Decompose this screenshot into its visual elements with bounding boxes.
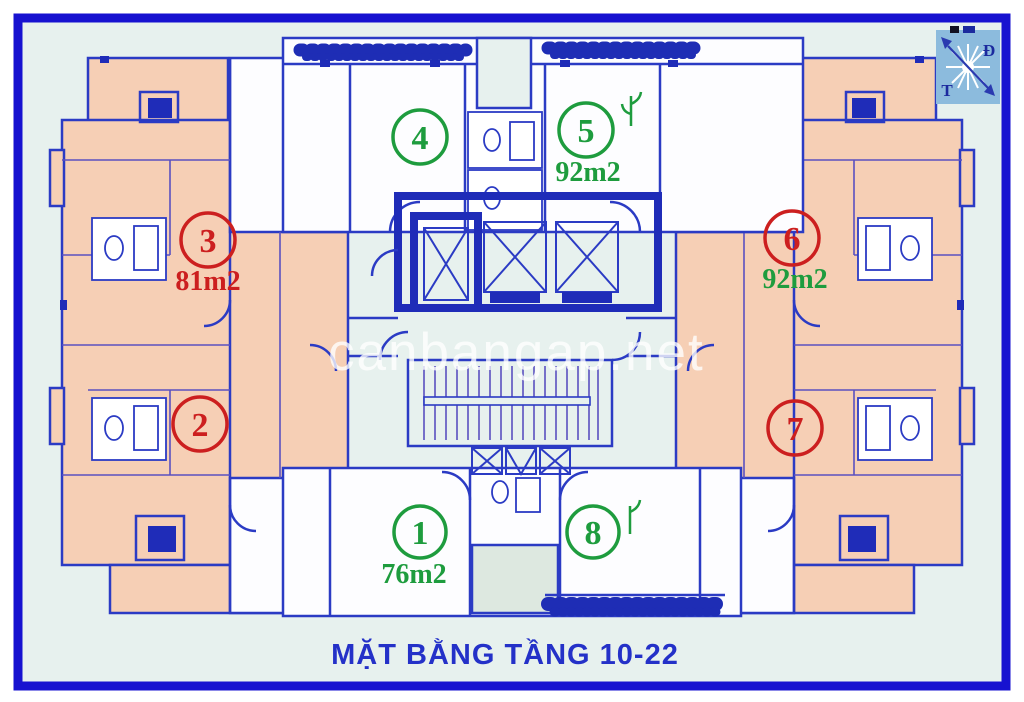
unit-area: 92m2 [762, 264, 827, 295]
unit-area: 76m2 [381, 559, 446, 590]
balcony-plants [293, 41, 731, 617]
unit-3-marker: 3 81m2 [175, 211, 241, 297]
elevator-x [483, 221, 547, 293]
stairs-outline [406, 358, 614, 448]
unit-circle [557, 101, 615, 159]
unit-5-marker: 5 92m2 [555, 101, 621, 188]
unit-number: 3 [200, 223, 217, 260]
block-outline [281, 36, 805, 234]
compass-west-label: T [941, 81, 953, 100]
side-balcony [48, 148, 66, 208]
ac-box [134, 514, 186, 562]
window-mark [60, 300, 67, 310]
unit-circle [766, 399, 824, 457]
unit-number: 6 [784, 221, 801, 258]
unit-area: 92m2 [555, 157, 620, 188]
door-swings [203, 299, 338, 533]
sprout-icon [628, 499, 642, 534]
unit-7-marker: 7 [766, 399, 824, 457]
window-mark [430, 60, 440, 67]
unit-number: 8 [585, 515, 602, 552]
compass-arrow-nw [941, 37, 952, 49]
shower-fixture [133, 225, 159, 271]
unit-number: 7 [787, 411, 804, 448]
toilet-fixture [104, 415, 124, 441]
side-balcony [48, 386, 66, 446]
block-walls [328, 468, 702, 616]
unit-6-marker: 6 92m2 [762, 209, 828, 295]
compass-needle [947, 45, 989, 89]
unit-number: 5 [578, 113, 595, 150]
unit-circle [565, 504, 621, 560]
duct-x [471, 447, 503, 475]
sprout-icon [620, 91, 643, 126]
compass-east-label: Đ [983, 41, 995, 60]
unit-2-marker: 2 [171, 395, 229, 453]
unit-markers: 4 5 92m2 3 81m2 6 92m2 2 7 1 76m2 [171, 101, 828, 590]
core-outline [394, 192, 662, 312]
elevator-sill [490, 292, 540, 303]
unit-circle [171, 395, 229, 453]
shower-fixture [133, 405, 159, 451]
toilet-fixture [483, 128, 501, 152]
duct-box [471, 447, 503, 475]
elevator-sill [562, 292, 612, 303]
roof-notch [475, 36, 533, 110]
compass-top-mark [963, 26, 975, 33]
shower-fixture [515, 477, 541, 513]
ac-box [138, 90, 180, 124]
unit-circle [392, 504, 448, 560]
door-swings [441, 470, 589, 501]
stair-landing-rail [423, 396, 591, 406]
corridor-walls [348, 316, 676, 358]
elevator-x [423, 227, 469, 301]
unit-number: 1 [412, 515, 429, 552]
door-swing [370, 248, 399, 277]
unit-4-marker: 4 [391, 108, 449, 166]
toilet-fixture [104, 235, 124, 261]
window-mark [560, 60, 570, 67]
unit-number: 4 [412, 120, 429, 157]
ac-box-fill [148, 98, 172, 118]
compass-logo: Đ T [936, 26, 1000, 104]
unit-circle [179, 211, 237, 269]
window-mark [100, 56, 109, 63]
unit-circle [391, 108, 449, 166]
window-mark [320, 60, 330, 67]
unit-circle [763, 209, 821, 267]
service-elevator [423, 227, 469, 301]
toilet-fixture [491, 480, 509, 504]
elevator-core [370, 192, 662, 312]
duct-x [539, 447, 571, 475]
shower-fixture [509, 121, 535, 161]
unit-number: 2 [192, 407, 209, 444]
window-mark [668, 60, 678, 67]
sprout-markers [620, 91, 643, 534]
stair-core [378, 330, 642, 477]
service-elevator-shaft [410, 212, 482, 312]
duct-v [505, 447, 537, 477]
door-swings [378, 330, 642, 362]
unit-1-marker: 1 76m2 [381, 504, 448, 590]
unit-area: 81m2 [175, 266, 240, 297]
elevator-x [555, 221, 619, 293]
compass-arrow-se [984, 84, 995, 96]
plan-title: MẶT BẰNG TẦNG 10-22 [331, 639, 679, 671]
ac-box-fill [148, 526, 176, 552]
duct-box [539, 447, 571, 475]
compass-top-mark [950, 26, 959, 33]
block-walls [283, 62, 803, 232]
unit-8-marker: 8 [565, 504, 621, 560]
bottom-center-block [281, 466, 743, 618]
top-center-block [281, 36, 805, 234]
